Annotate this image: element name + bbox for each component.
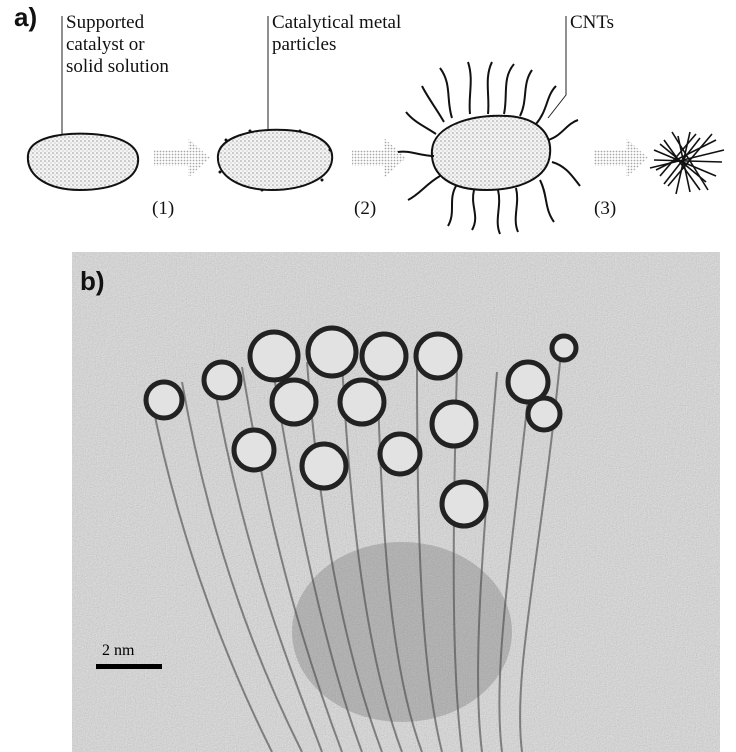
leader-line-cnts — [548, 16, 566, 118]
particle-with-metal — [218, 130, 332, 190]
scale-bar-label: 2 nm — [102, 642, 134, 660]
scale-bar — [96, 664, 162, 669]
dark-bundle-region — [292, 542, 512, 722]
support-particle — [28, 134, 138, 190]
tem-texture — [72, 252, 720, 752]
cnt-bundle — [650, 132, 724, 194]
growth-schematic — [0, 0, 736, 252]
arrow-3 — [594, 138, 648, 178]
arrow-1 — [154, 138, 210, 178]
tem-micrograph: b) 2 nm — [72, 252, 720, 752]
arrow-2 — [352, 138, 406, 178]
panel-b-label: b) — [80, 266, 105, 297]
cnt-covered-particle — [398, 62, 580, 234]
